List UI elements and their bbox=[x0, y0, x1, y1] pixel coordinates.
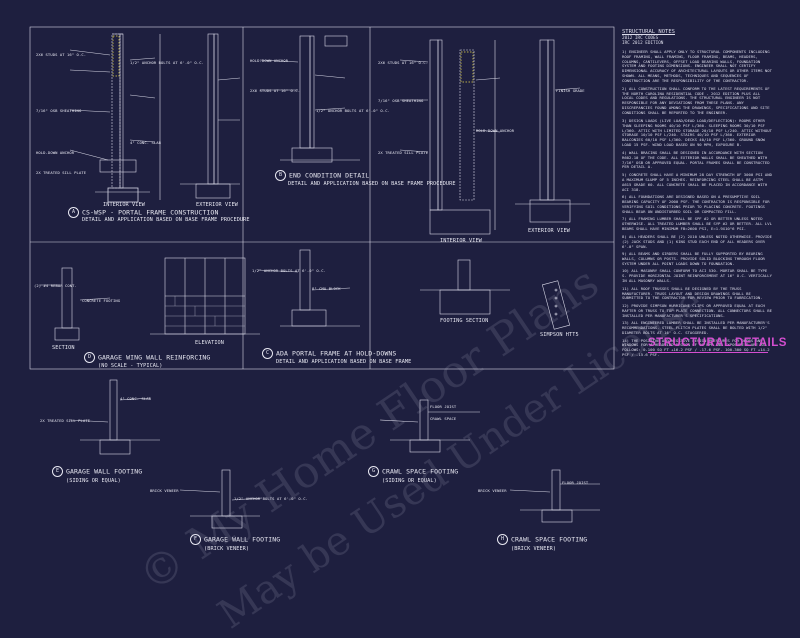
detail-c-interior-label: INTERIOR VIEW bbox=[440, 238, 482, 244]
detail-g-drawing bbox=[379, 399, 480, 453]
detail-f-drawing bbox=[179, 469, 263, 529]
notes-sub2: IRC 2012 EDITION bbox=[622, 40, 664, 46]
detail-e-sub: (SIDING OR EQUAL) bbox=[66, 478, 121, 484]
note-1: 1) ENGINEER SHALL APPLY ONLY TO STRUCTUR… bbox=[622, 48, 772, 84]
detail-g-sub: (SIDING OR EQUAL) bbox=[382, 478, 437, 484]
detail-h-sub: (BRICK VENEER) bbox=[511, 546, 557, 552]
detail-h-drawing bbox=[509, 469, 600, 523]
callout-hold-a: HOLD-DOWN ANCHOR bbox=[36, 150, 75, 155]
note-13: 13) ALL ENGINEERED LUMBER SHALL BE INSTA… bbox=[622, 320, 770, 336]
notes-sub1: 2012 IRC CODES bbox=[622, 35, 659, 41]
detail-c-footing-label: FOOTING SECTION bbox=[440, 318, 489, 324]
note-9: 9) ALL BEAMS AND GIRDERS SHALL BE FULLY … bbox=[622, 251, 765, 266]
callout-grade-c: FINISH GRADE bbox=[556, 88, 585, 93]
callout-anchor-b: 1/2" ANCHOR BOLTS AT 6'-0" O.C. bbox=[316, 108, 390, 113]
note-8: 8) ALL HEADERS SHALL BE (2) 2X10 UNLESS … bbox=[622, 233, 772, 249]
note-12: 12) PROVIDE SIMPSON HURRICANE CLIPS OR A… bbox=[622, 302, 772, 318]
sheet-title-underline bbox=[648, 352, 768, 353]
callout-footing-d: CONCRETE FOOTING bbox=[82, 298, 121, 303]
note-11: 11) ALL ROOF TRUSSES SHALL BE DESIGNED B… bbox=[622, 285, 763, 301]
note-3: 3) DESIGN LOADS (LIVE LOAD/DEAD LOAD/DEF… bbox=[622, 117, 772, 148]
detail-c-exterior-label: EXTERIOR VIEW bbox=[528, 228, 570, 234]
sheet-title: STRUCTURAL DETAILS bbox=[648, 337, 787, 349]
callout-hold-b: HOLD-DOWN ANCHOR bbox=[250, 58, 289, 63]
callout-sill-a: 2X TREATED SILL PLATE bbox=[36, 170, 87, 175]
callout-anchor-mid: 1/2" ANCHOR BOLTS AT 6'-0" O.C. bbox=[252, 268, 326, 273]
callout-rebar-d: (2) #4 REBAR CONT. bbox=[34, 283, 77, 288]
structural-drawings bbox=[29, 26, 615, 529]
detail-a-exterior-label: EXTERIOR VIEW bbox=[196, 202, 238, 208]
note-4: 4) WALL BRACING SHALL BE DESIGNED IN ACC… bbox=[622, 149, 770, 170]
detail-a-interior-label: INTERIOR VIEW bbox=[103, 202, 145, 208]
detail-c-sub: DETAIL AND APPLICATION BASED ON BASE FRA… bbox=[276, 359, 412, 365]
callout-sheathing: 7/16" OSB SHEATHING bbox=[36, 108, 82, 113]
callout-joist-h: FLOOR JOIST bbox=[562, 480, 589, 485]
callout-crawl-g: CRAWL SPACE bbox=[430, 416, 457, 421]
callout-sill-c: 2X TREATED SILL PLATE bbox=[378, 150, 429, 155]
callout-anchor-f: 1/2" ANCHOR BOLTS AT 6'-0" O.C. bbox=[234, 496, 308, 501]
detail-d-sub: (NO SCALE - TYPICAL) bbox=[98, 363, 163, 369]
callout-hold-c: HOLD-DOWN ANCHOR bbox=[476, 128, 515, 133]
callout-sill-e: 2X TREATED SILL PLATE bbox=[40, 418, 91, 423]
callout-sheathing-c: 7/16" OSB SHEATHING bbox=[378, 98, 424, 103]
note-5: 5) CONCRETE SHALL HAVE A MINIMUM 28 DAY … bbox=[622, 171, 772, 192]
callout-stud: 2X6 STUDS AT 16" O.C. bbox=[36, 52, 87, 57]
note-10: 10) ALL MASONRY SHALL CONFORM TO ACI 530… bbox=[622, 268, 772, 284]
detail-d-elevation-label: ELEVATION bbox=[195, 340, 225, 346]
note-7: 7) ALL FRAMING LUMBER SHALL BE SPF #2 OR… bbox=[622, 216, 772, 232]
detail-b-drawing bbox=[259, 35, 360, 163]
detail-portal-ext-drawing bbox=[257, 249, 360, 327]
details-frame bbox=[29, 26, 615, 370]
callout-stud-b: 2X6 STUDS AT 16" O.C. bbox=[250, 88, 301, 93]
note-6: 6) ALL FOUNDATIONS ARE DESIGNED BASED ON… bbox=[622, 194, 770, 214]
note-2: 2) ALL CONSTRUCTION SHALL CONFORM TO THE… bbox=[622, 85, 770, 116]
detail-a-drawing bbox=[69, 33, 241, 203]
callout-slab-e: 4" CONC. SLAB bbox=[120, 396, 152, 401]
callout-brick-f: BRICK VENEER bbox=[150, 488, 179, 493]
structural-notes: STRUCTURAL NOTES 2012 IRC CODES IRC 2012… bbox=[622, 29, 772, 361]
callout-anchor-a: 1/2" ANCHOR BOLTS AT 6'-0" O.C. bbox=[130, 60, 204, 65]
detail-e-drawing bbox=[69, 379, 160, 455]
callout-block-mid: 8" CMU BLOCK bbox=[312, 286, 341, 291]
detail-b-sub: DETAIL AND APPLICATION BASED ON BASE FRA… bbox=[288, 181, 456, 187]
callout-joist-g: FLOOR JOIST bbox=[430, 404, 457, 409]
note-14: 14) THE POSITIVE AND NEGATIVE DESIGN PRE… bbox=[622, 337, 770, 358]
simpson-label: SIMPSON HTT5 bbox=[540, 332, 579, 338]
callout-brick-h: BRICK VENEER bbox=[478, 488, 507, 493]
detail-a-sub: DETAIL AND APPLICATION BASED ON BASE FRA… bbox=[82, 217, 250, 223]
callout-stud-c: 2X6 STUDS AT 16" O.C. bbox=[378, 60, 429, 65]
detail-d-drawing bbox=[40, 257, 260, 341]
notes-title: STRUCTURAL NOTES bbox=[622, 29, 675, 35]
detail-c-drawing bbox=[399, 39, 590, 330]
detail-d-section-label: SECTION bbox=[52, 345, 75, 351]
callout-slab-a: 4" CONC. SLAB bbox=[130, 140, 162, 145]
detail-f-sub: (BRICK VENEER) bbox=[204, 546, 250, 552]
